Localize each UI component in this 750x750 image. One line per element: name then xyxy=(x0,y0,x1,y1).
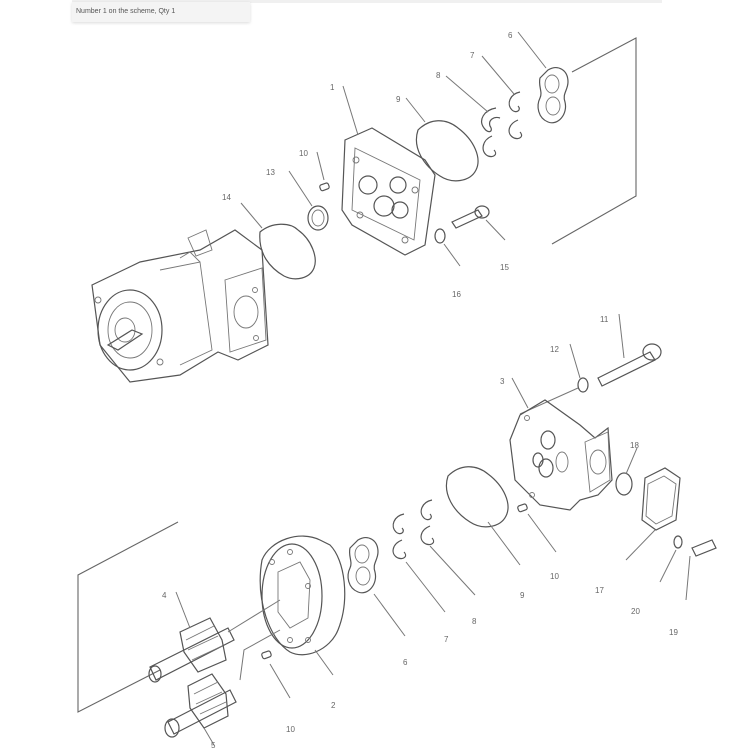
cover-plate-1 xyxy=(341,85,436,256)
callout-17: 17 xyxy=(595,586,604,595)
lower-frame xyxy=(77,521,179,713)
gear-housing-2 xyxy=(259,535,346,676)
upper-frame xyxy=(551,37,637,245)
rear-housing-3 xyxy=(509,377,613,511)
gasket-14 xyxy=(240,202,316,280)
callout-16: 16 xyxy=(452,290,461,299)
callout-9-top: 9 xyxy=(396,95,401,104)
driven-gear-5 xyxy=(164,629,281,746)
callout-20: 20 xyxy=(631,607,640,616)
gasket-9-bottom xyxy=(445,466,521,566)
gasket-9-top xyxy=(405,97,479,182)
callout-4: 4 xyxy=(162,591,167,600)
callout-6-top: 6 xyxy=(508,31,513,40)
callout-9-bottom: 9 xyxy=(520,591,525,600)
bushing-plate-6-top xyxy=(517,31,569,124)
callout-15: 15 xyxy=(500,263,509,272)
callout-8-bottom: 8 xyxy=(472,617,477,626)
washer-16 xyxy=(434,228,461,267)
drive-gear-4 xyxy=(148,591,281,683)
washer-20 xyxy=(659,535,683,583)
callout-19: 19 xyxy=(669,628,678,637)
callout-5: 5 xyxy=(211,741,216,750)
top-strip xyxy=(72,0,662,3)
pin-10-top xyxy=(316,151,330,192)
cover-17 xyxy=(625,467,681,561)
part-caption: Number 1 on the scheme, Qty 1 xyxy=(72,2,250,22)
callout-18: 18 xyxy=(630,441,639,450)
pump-body xyxy=(91,229,269,383)
bushing-plate-6-bottom xyxy=(347,537,406,637)
bolt-15 xyxy=(451,205,506,241)
callout-labels: 1 6 7 8 9 10 13 14 15 16 11 12 3 18 10 9… xyxy=(162,31,678,750)
callout-7-top: 7 xyxy=(470,51,475,60)
pin-10-bottom xyxy=(261,650,291,699)
callout-12: 12 xyxy=(550,345,559,354)
pin-10-middle xyxy=(517,503,557,553)
callout-1: 1 xyxy=(330,83,335,92)
callout-6-bottom: 6 xyxy=(403,658,408,667)
bushing-13 xyxy=(288,170,329,231)
callout-10-top: 10 xyxy=(299,149,308,158)
washer-12 xyxy=(519,343,589,415)
seal-ring-7-top xyxy=(481,55,523,140)
seal-ring-7-bottom xyxy=(392,513,446,613)
seal-ring-8-bottom xyxy=(420,499,476,596)
bolt-19 xyxy=(685,539,717,601)
callout-3: 3 xyxy=(500,377,505,386)
bolt-11 xyxy=(597,313,662,387)
callout-10-bottom: 10 xyxy=(286,725,295,734)
callout-7-bottom: 7 xyxy=(444,635,449,644)
callout-14: 14 xyxy=(222,193,231,202)
callout-10-middle: 10 xyxy=(550,572,559,581)
callout-8-top: 8 xyxy=(436,71,441,80)
callout-11: 11 xyxy=(600,315,609,324)
o-ring-18 xyxy=(615,447,638,496)
callout-2: 2 xyxy=(331,701,336,710)
seal-ring-8-top xyxy=(445,75,501,158)
callout-13: 13 xyxy=(266,168,275,177)
